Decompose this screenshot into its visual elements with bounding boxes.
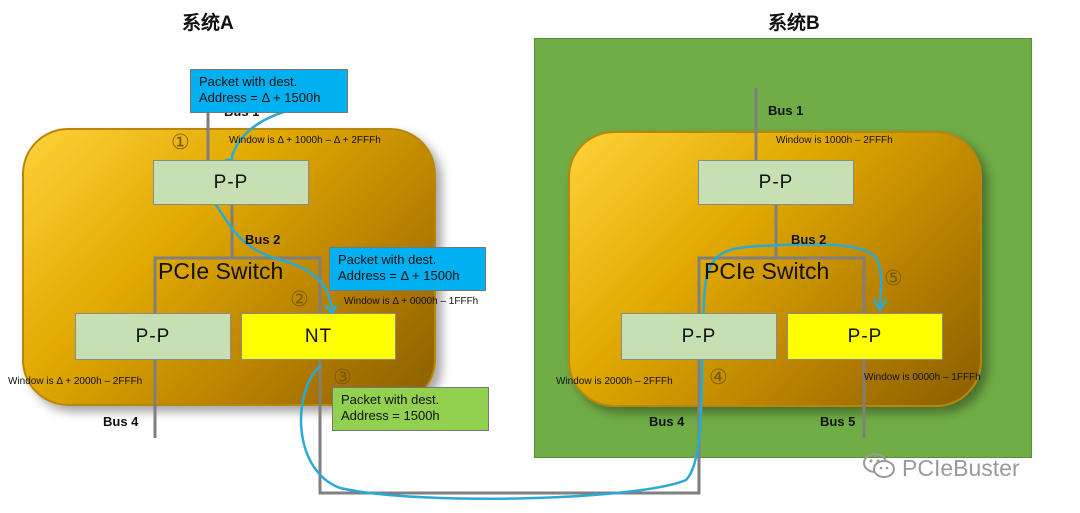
system-b-bus2-branch (697, 256, 866, 313)
callout-packet-2: Packet with dest. Address = Δ + 1500h (329, 247, 486, 291)
step-1-marker: ① (171, 131, 190, 154)
callout-1-line2: Address = Δ + 1500h (199, 90, 321, 105)
system-a-top-pp: P-P (153, 160, 309, 205)
system-a-bus4-label: Bus 4 (103, 414, 139, 429)
system-b-bus5-label: Bus 5 (820, 414, 856, 429)
system-b-bus4-label: Bus 4 (649, 414, 685, 429)
system-a-title: 系统A (182, 13, 234, 34)
watermark-text: PCIeBuster (902, 455, 1020, 481)
system-a-bus2-branch (153, 256, 322, 313)
system-b-switch-label: PCIe Switch (704, 258, 830, 284)
system-b-window-right: Window is 0000h – 1FFFh (864, 372, 981, 383)
system-b-left-pp: P-P (621, 313, 777, 360)
step-3-marker: ③ (333, 366, 352, 389)
step-2-marker: ② (290, 288, 309, 311)
path-segment-2 (214, 203, 334, 312)
system-b-window-left: Window is 2000h – 2FFFh (556, 376, 673, 387)
path-segment-3 (299, 243, 883, 500)
system-a-bus2-label: Bus 2 (245, 232, 281, 247)
callout-1-line1: Packet with dest. (199, 74, 298, 89)
system-a-switch-label: PCIe Switch (158, 258, 284, 284)
system-b-bus1-label: Bus 1 (768, 103, 804, 118)
watermark: PCIeBuster (862, 452, 1020, 485)
system-b-title: 系统B (768, 13, 820, 34)
system-b-window-top: Window is 1000h – 2FFFh (776, 135, 893, 146)
system-a-window-left: Window is Δ + 2000h – 2FFFh (8, 376, 143, 387)
system-b-top-pp: P-P (698, 160, 854, 205)
wechat-icon (862, 452, 896, 485)
callout-3-line1: Packet with dest. (341, 392, 440, 407)
callout-2-line1: Packet with dest. (338, 252, 437, 267)
callout-packet-3: Packet with dest. Address = 1500h (332, 387, 489, 431)
callout-2-line2: Address = Δ + 1500h (338, 268, 460, 283)
system-a-bottom-pp: P-P (75, 313, 231, 360)
system-a-window-nt: Window is Δ + 0000h – 1FFFh (344, 296, 479, 307)
callout-3-line2: Address = 1500h (341, 408, 440, 423)
system-b-right-pp: P-P (787, 313, 943, 360)
system-b-bus2-label: Bus 2 (791, 232, 827, 247)
system-a-nt: NT (241, 313, 396, 360)
step-4-marker: ④ (709, 366, 728, 389)
step-5-marker: ⑤ (884, 267, 903, 290)
system-a-window-top: Window is Δ + 1000h – Δ + 2FFFh (229, 135, 381, 146)
callout-packet-1: Packet with dest. Address = Δ + 1500h (190, 69, 348, 113)
